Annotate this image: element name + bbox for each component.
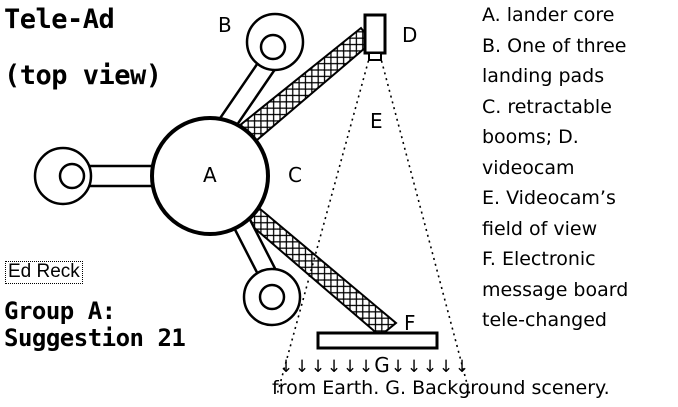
- scenery-arrow: ↓: [455, 357, 469, 377]
- author-name: Ed Reck: [5, 261, 83, 284]
- message-board: [316, 331, 439, 350]
- group-line-2: Suggestion 21: [4, 324, 186, 352]
- legend-item: B. One of three: [482, 34, 627, 57]
- scenery-arrow: ↓: [327, 357, 341, 377]
- legend-item: message board: [482, 278, 629, 301]
- landing-pad-lower: [242, 267, 302, 327]
- label-b: B: [218, 13, 232, 37]
- title-line-1: Tele-Ad: [4, 4, 115, 35]
- landing-pad-upper: [245, 12, 305, 72]
- scenery-arrow: ↓: [279, 357, 293, 377]
- legend-item: videocam: [482, 156, 575, 179]
- label-a: A: [203, 163, 217, 187]
- legend-item: booms; D.: [482, 126, 579, 148]
- label-g: G: [374, 353, 390, 377]
- scenery-arrow: ↓: [407, 357, 421, 377]
- scenery-arrow: ↓: [359, 357, 373, 377]
- scenery-arrow: ↓: [295, 357, 309, 377]
- legend-item: landing pads: [482, 65, 605, 87]
- legend-item: field of view: [482, 217, 598, 240]
- legend-item: A. lander core: [482, 4, 615, 26]
- label-f: F: [404, 311, 416, 335]
- legend-item: tele-changed: [482, 309, 607, 331]
- title-line-2: (top view): [4, 60, 162, 91]
- legend-item: C. retractable: [482, 95, 612, 118]
- scenery-arrow: ↓: [391, 357, 405, 377]
- legend: A. lander core B. One of three landing p…: [482, 0, 678, 336]
- lander-core: [150, 116, 270, 236]
- landing-pad-left: [33, 146, 93, 206]
- scenery-arrow: ↓: [343, 357, 357, 377]
- legend-tail: from Earth. G. Background scenery.: [272, 377, 610, 399]
- group-line-1: Group A:: [4, 297, 116, 325]
- legend-item: E. Videocam’s: [482, 187, 616, 209]
- videocam: [363, 13, 387, 61]
- field-of-view: [276, 54, 471, 396]
- legend-item: F. Electronic: [482, 248, 596, 270]
- label-e: E: [370, 109, 383, 133]
- scenery-arrow: ↓: [423, 357, 437, 377]
- scenery-arrow: ↓: [439, 357, 453, 377]
- scenery-arrow: ↓: [311, 357, 325, 377]
- background-scenery: ↓↓↓↓↓↓G↓↓↓↓↓: [279, 353, 469, 377]
- label-c: C: [288, 163, 302, 187]
- label-d: D: [402, 23, 417, 47]
